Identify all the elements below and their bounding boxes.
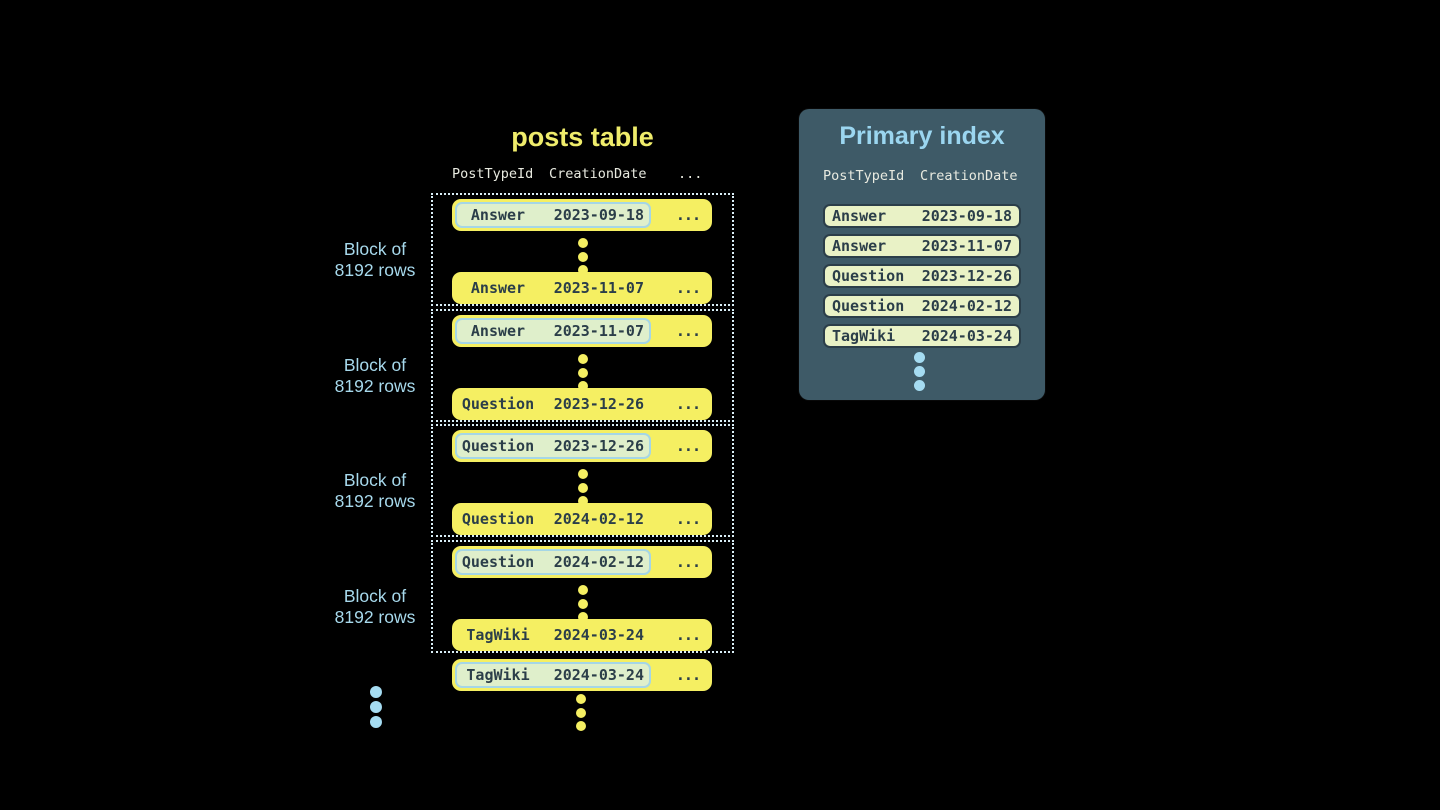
primary-index-row: Question 2024-02-12	[823, 294, 1021, 318]
cell-creationdate: 2023-11-07	[921, 237, 1012, 255]
primary-index-row: Question 2023-12-26	[823, 264, 1021, 288]
cell-posttypeid: Answer	[470, 322, 526, 340]
cell-posttypeid: Question	[461, 437, 535, 455]
index-entry-highlight: Answer 2023-11-07	[455, 318, 651, 344]
block-label-line1: Block of	[343, 355, 407, 375]
more-blocks-dots-icon	[370, 686, 382, 728]
cell-posttypeid: TagWiki	[832, 327, 896, 345]
hidden-rows-dots-icon	[578, 469, 588, 506]
cell-posttypeid: TagWiki	[466, 666, 530, 684]
cell-creationdate: 2023-11-07	[553, 322, 644, 340]
cell-creationdate: 2024-03-24	[553, 626, 644, 644]
table-row: Question 2024-02-12 ...	[452, 546, 712, 578]
cell-posttypeid: Question	[832, 297, 905, 315]
cell-creationdate: 2024-02-12	[553, 510, 644, 528]
table-row: Question 2023-12-26 ...	[452, 430, 712, 462]
block-label-line1: Block of	[343, 470, 407, 490]
column-header: PostTypeId	[452, 166, 534, 182]
cell-creationdate: 2024-03-24	[921, 327, 1012, 345]
index-entry-highlight: Answer 2023-11-07	[455, 275, 651, 301]
row-more-columns-ellipsis: ...	[675, 206, 701, 224]
block-size-label: Block of 8192 rows	[324, 470, 426, 512]
index-entry-highlight: Answer 2023-09-18	[455, 202, 651, 228]
hidden-rows-dots-icon	[578, 585, 588, 622]
rows-block: Block of 8192 rows Question 2024-02-12 .…	[335, 540, 734, 653]
primary-index-row: Answer 2023-11-07	[823, 234, 1021, 258]
cell-creationdate: 2023-12-26	[921, 267, 1012, 285]
cell-posttypeid: Question	[461, 510, 535, 528]
block-label-line2: 8192 rows	[334, 376, 416, 396]
column-header: ...	[678, 166, 703, 182]
cell-creationdate: 2023-11-07	[553, 279, 644, 297]
table-row: TagWiki 2024-03-24 ...	[452, 619, 712, 651]
primary-index-row: TagWiki 2024-03-24	[823, 324, 1021, 348]
posts-table-column-headers: PostTypeId CreationDate...	[452, 166, 712, 184]
table-row: Question 2023-12-26 ...	[452, 388, 712, 420]
row-more-columns-ellipsis: ...	[675, 279, 701, 297]
cell-creationdate: 2024-02-12	[553, 553, 644, 571]
cell-creationdate: 2023-12-26	[553, 395, 644, 413]
cell-posttypeid: Answer	[470, 279, 526, 297]
row-more-columns-ellipsis: ...	[675, 666, 701, 684]
index-entry-highlight: Question 2024-02-12	[455, 506, 651, 532]
cell-creationdate: 2024-03-24	[553, 666, 644, 684]
cell-creationdate: 2024-02-12	[921, 297, 1012, 315]
primary-index-column-headers: PostTypeId CreationDate	[799, 168, 1045, 186]
cell-posttypeid: Answer	[470, 206, 526, 224]
row-more-columns-ellipsis: ...	[675, 322, 701, 340]
column-header: CreationDate	[549, 166, 647, 182]
table-row: Answer 2023-11-07 ...	[452, 315, 712, 347]
column-header: PostTypeId	[823, 168, 905, 184]
primary-index-title: Primary index	[839, 122, 1005, 150]
index-entry-highlight: TagWiki 2024-03-24	[455, 622, 651, 648]
hidden-rows-dots-icon	[578, 238, 588, 275]
cell-posttypeid: Question	[461, 395, 535, 413]
column-header: CreationDate	[920, 168, 1018, 184]
block-label-line1: Block of	[343, 586, 407, 606]
table-row: Question 2024-02-12 ...	[452, 503, 712, 535]
cell-posttypeid: Question	[461, 553, 535, 571]
row-more-columns-ellipsis: ...	[675, 510, 701, 528]
index-entry-highlight: Question 2024-02-12	[455, 549, 651, 575]
rows-block: Block of 8192 rows Answer 2023-11-07 ...…	[335, 309, 734, 422]
index-entry-highlight: Question 2023-12-26	[455, 433, 651, 459]
more-index-entries-dots-icon	[914, 352, 925, 391]
rows-block: Block of 8192 rows Question 2023-12-26 .…	[335, 424, 734, 537]
cell-posttypeid: Answer	[832, 207, 887, 225]
block-label-line2: 8192 rows	[334, 491, 416, 511]
table-row-overflow: TagWiki 2024-03-24 ...	[452, 659, 712, 691]
row-more-columns-ellipsis: ...	[675, 553, 701, 571]
row-more-columns-ellipsis: ...	[675, 437, 701, 455]
block-label-line2: 8192 rows	[334, 260, 416, 280]
cell-posttypeid: TagWiki	[466, 626, 530, 644]
primary-index-panel: Primary index PostTypeId CreationDate Ans…	[799, 109, 1045, 400]
cell-creationdate: 2023-09-18	[553, 206, 644, 224]
rows-block: Block of 8192 rows Answer 2023-09-18 ...…	[335, 193, 734, 306]
cell-creationdate: 2023-12-26	[553, 437, 644, 455]
cell-creationdate: 2023-09-18	[921, 207, 1012, 225]
index-entry-highlight: TagWiki 2024-03-24	[455, 662, 651, 688]
block-label-line2: 8192 rows	[334, 607, 416, 627]
hidden-rows-dots-icon	[578, 354, 588, 391]
block-size-label: Block of 8192 rows	[324, 239, 426, 281]
cell-posttypeid: Question	[832, 267, 905, 285]
block-size-label: Block of 8192 rows	[324, 586, 426, 628]
block-size-label: Block of 8192 rows	[324, 355, 426, 397]
block-label-line1: Block of	[343, 239, 407, 259]
index-entry-highlight: Question 2023-12-26	[455, 391, 651, 417]
primary-index-row: Answer 2023-09-18	[823, 204, 1021, 228]
table-row: Answer 2023-09-18 ...	[452, 199, 712, 231]
row-more-columns-ellipsis: ...	[675, 626, 701, 644]
posts-table-title: posts table	[511, 122, 654, 152]
more-rows-dots-icon	[576, 694, 586, 731]
cell-posttypeid: Answer	[832, 237, 887, 255]
table-row: Answer 2023-11-07 ...	[452, 272, 712, 304]
row-more-columns-ellipsis: ...	[675, 395, 701, 413]
